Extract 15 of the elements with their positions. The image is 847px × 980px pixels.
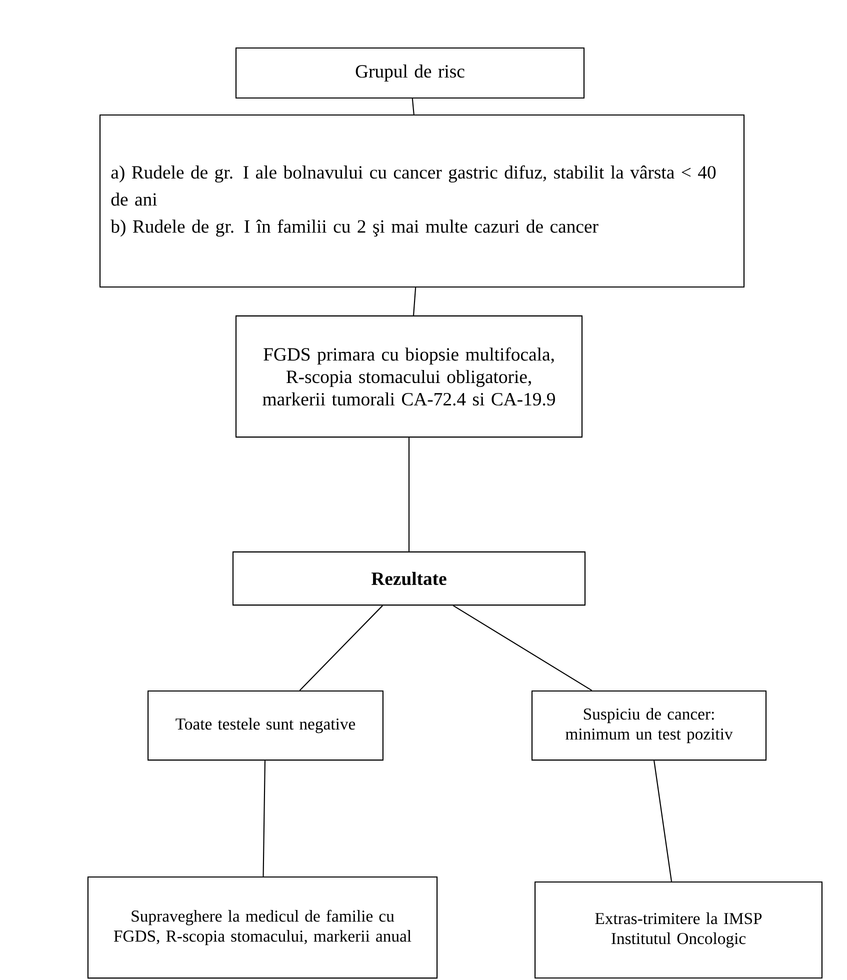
connector-line [412,98,414,115]
connector-line [408,438,410,552]
flow-box: Extras-trimitere la IMSP Institutul Oncologic [534,881,822,979]
connector-line [262,760,266,876]
connector-line [299,605,383,691]
flow-box: Grupul de risc [235,47,585,99]
flow-box: Supraveghere la medicul de familie cu FGDS, R-scopia stomacului, markerii anual [87,876,438,979]
flow-box: Toate testele sunt negative [148,690,384,761]
flow-box: Rezultate [232,551,586,606]
connector-line [452,605,592,691]
connector-line [654,760,672,882]
flow-box: a) Rudele de gr. I ale bolnavului cu cancer gastric difuz, stabilit la vârsta < 40 de ani b) Rudele de gr. I în familii cu 2 şi mai multe cazuri de cancer [99,114,745,288]
connector-line [412,288,416,316]
flow-box: FGDS primara cu biopsie multifocala, R-scopia stomacului obligatorie, markerii tumorali CA-72.4 si CA-19.9 [235,315,583,438]
flow-box: Suspiciu de cancer: minimum un test pozitiv [531,690,767,761]
